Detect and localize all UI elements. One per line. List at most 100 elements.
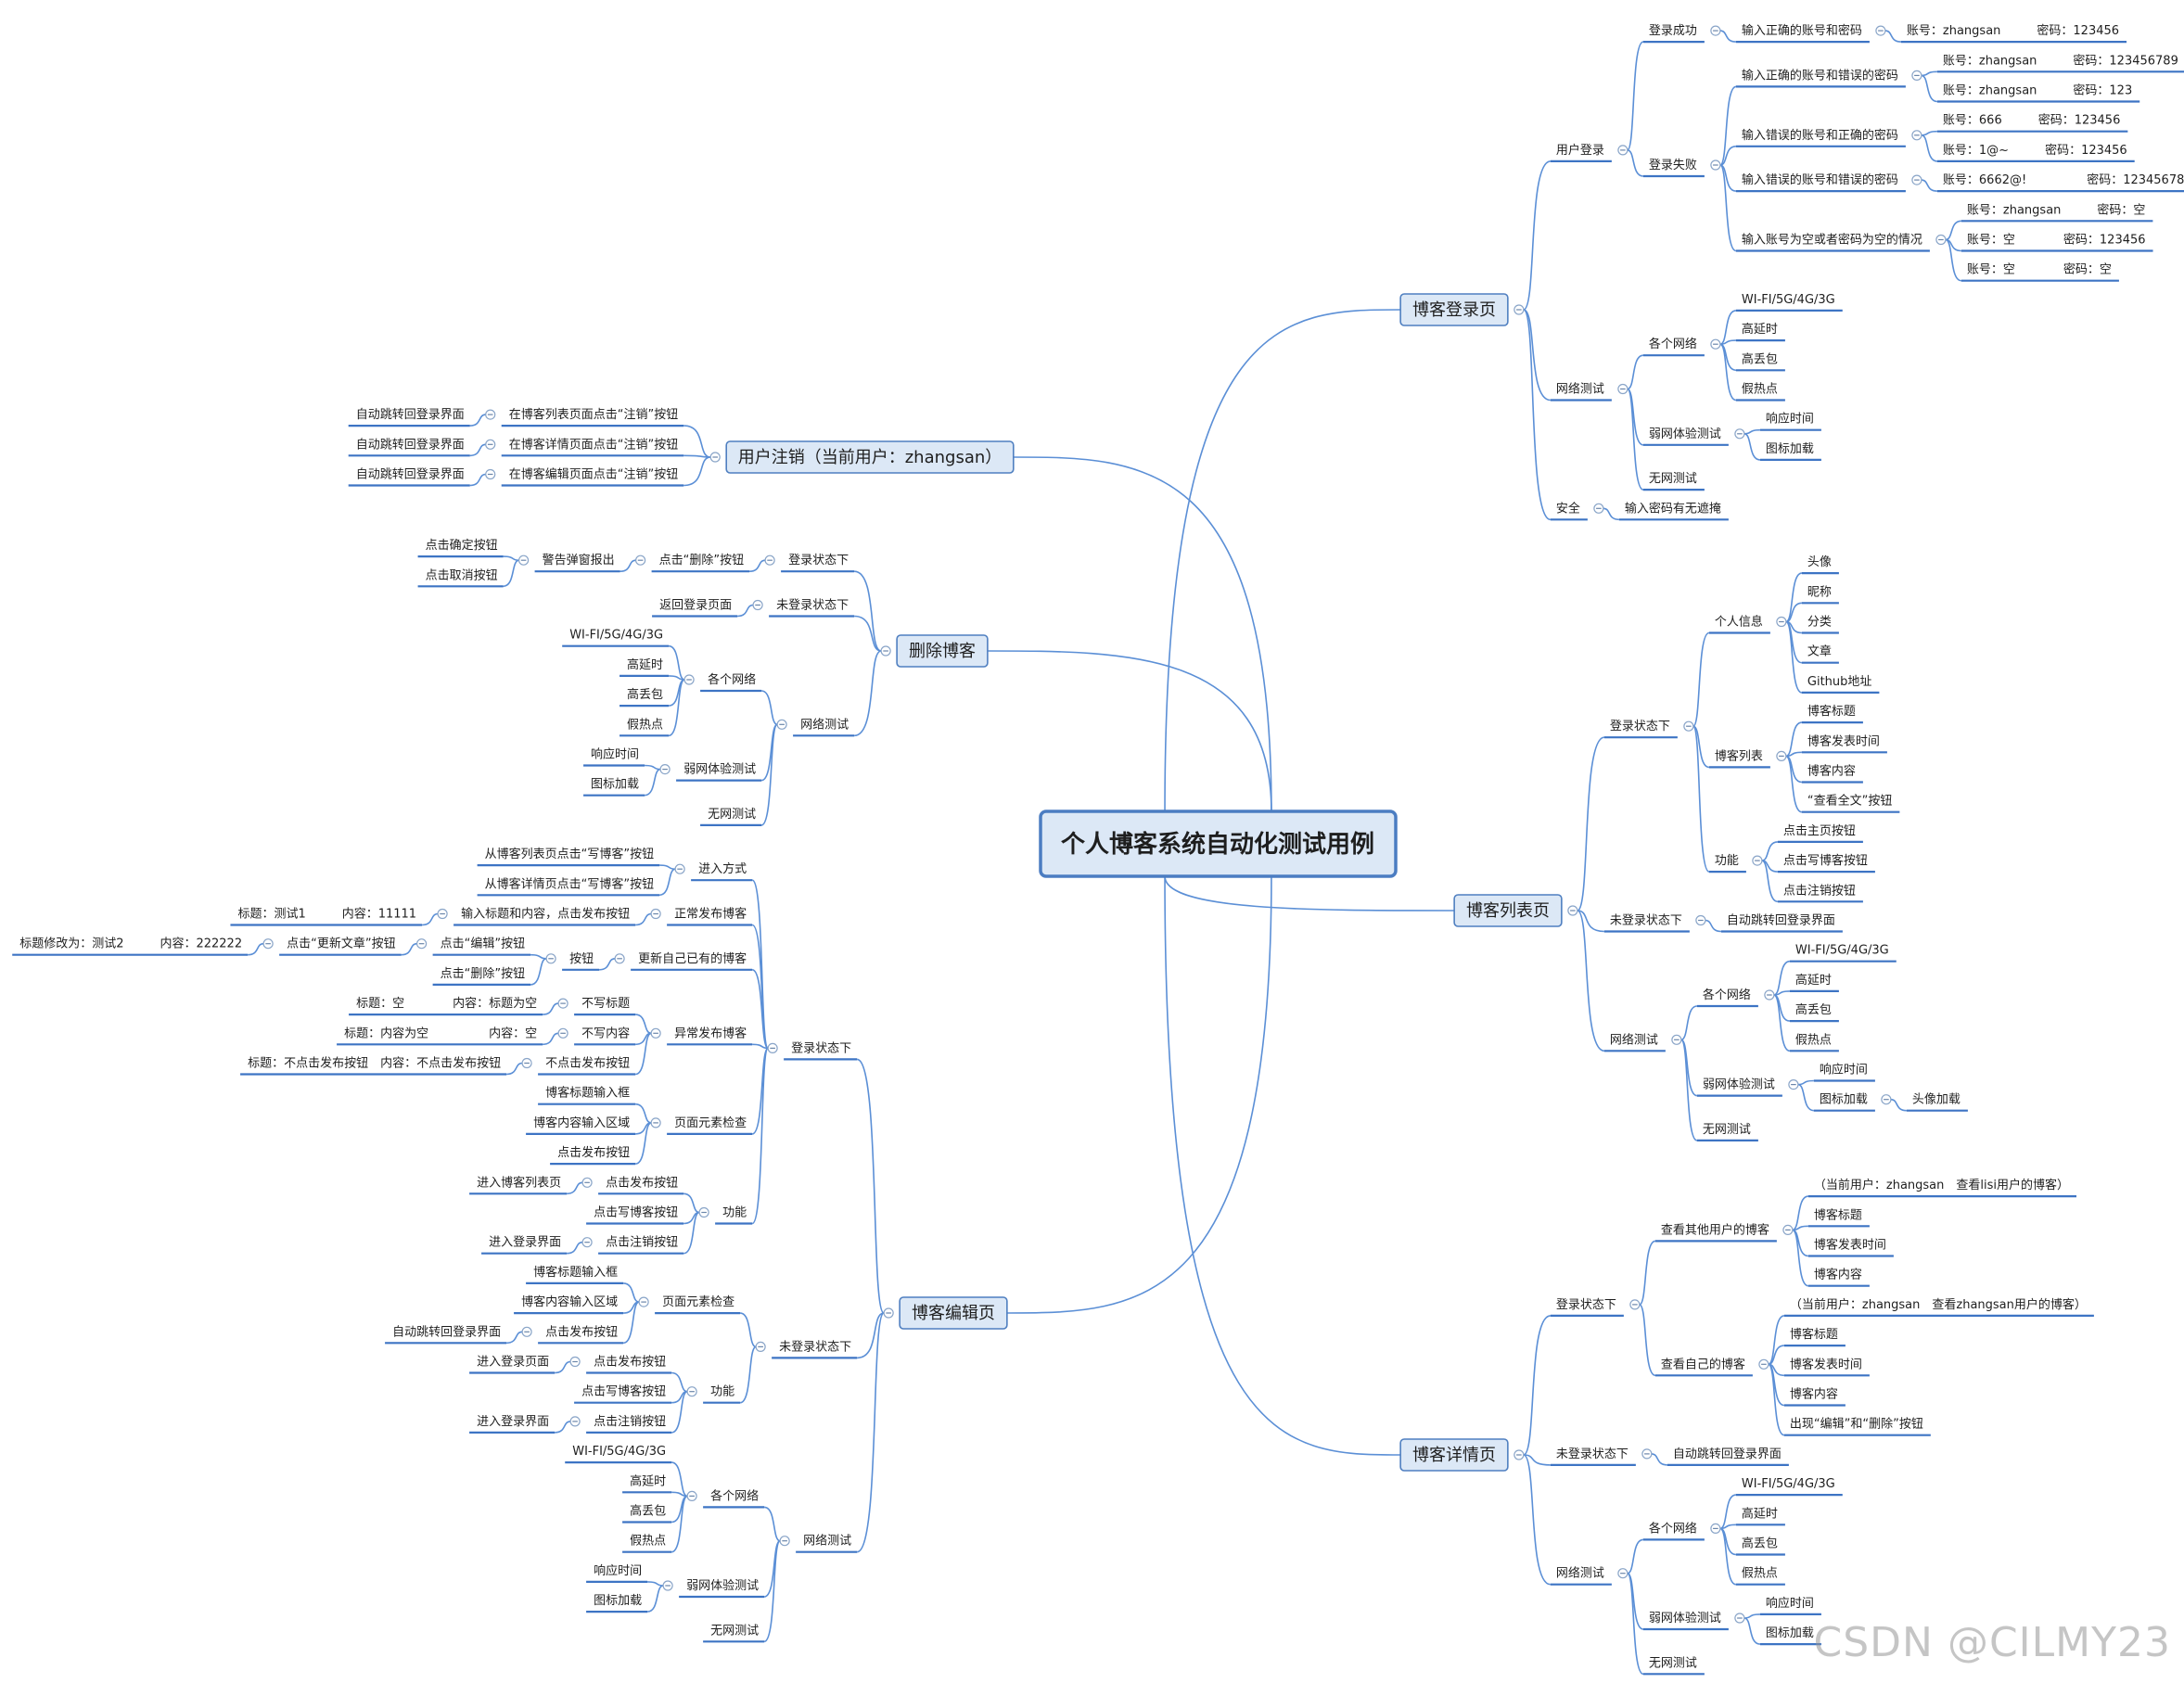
topic-1-2-1-3[interactable]: 高丢包 xyxy=(1735,351,1785,372)
topic-5-3-2-1[interactable]: 响应时间 xyxy=(583,747,645,767)
topic-6-1-6-1[interactable]: 点击发布按钮 xyxy=(581,1175,684,1195)
collapse-toggle-icon[interactable] xyxy=(485,439,496,450)
topic-6-1-2-1[interactable]: 输入标题和内容，点击发布按钮 xyxy=(437,907,636,926)
collapse-toggle-icon[interactable] xyxy=(1752,855,1763,866)
collapse-toggle-icon[interactable] xyxy=(1710,338,1721,350)
topic-2-3-2-1[interactable]: 响应时间 xyxy=(1813,1063,1875,1082)
main-topic-5[interactable]: 删除博客 xyxy=(880,634,989,668)
topic-2-1-3[interactable]: 功能 xyxy=(1708,854,1763,873)
topic-5-1[interactable]: 登录状态下 xyxy=(764,554,855,573)
topic-1-1-2-2-2[interactable]: 账号：1@~ 密码：123456 xyxy=(1936,143,2135,162)
topic-6-2-2-3[interactable]: 点击注销按钮 xyxy=(569,1415,672,1434)
collapse-toggle-icon[interactable] xyxy=(437,908,448,920)
topic-1-1-2-2[interactable]: 输入错误的账号和正确的密码 xyxy=(1735,128,1922,147)
topic-6-1-1[interactable]: 进入方式 xyxy=(674,861,753,882)
collapse-toggle-icon[interactable] xyxy=(416,938,428,950)
topic-2-3-1-4[interactable]: 假热点 xyxy=(1789,1033,1839,1052)
collapse-toggle-icon[interactable] xyxy=(1671,1034,1682,1045)
topic-1-2-3[interactable]: 无网测试 xyxy=(1642,472,1705,491)
topic-5-3-1[interactable]: 各个网络 xyxy=(683,672,762,693)
topic-2-1-3-2[interactable]: 点击写博客按钮 xyxy=(1777,853,1875,873)
topic-3-2-1[interactable]: 自动跳转回登录界面 xyxy=(1667,1447,1789,1467)
topic-1-1-2[interactable]: 登录失败 xyxy=(1642,159,1721,178)
topic-3-3-1[interactable]: 各个网络 xyxy=(1642,1521,1721,1541)
collapse-toggle-icon[interactable] xyxy=(1567,905,1578,916)
topic-2-1-2-4[interactable]: “查看全文”按钮 xyxy=(1801,794,1900,813)
topic-6-3-1[interactable]: 各个网络 xyxy=(686,1488,765,1509)
collapse-toggle-icon[interactable] xyxy=(698,1206,709,1218)
collapse-toggle-icon[interactable] xyxy=(1782,1224,1794,1236)
collapse-toggle-icon[interactable] xyxy=(1764,989,1775,1001)
topic-1-2-2-2[interactable]: 图标加载 xyxy=(1759,442,1821,461)
topic-2-1-3-3[interactable]: 点击注销按钮 xyxy=(1777,884,1863,903)
topic-6-2-2-1-1[interactable]: 进入登录页面 xyxy=(469,1356,556,1374)
collapse-toggle-icon[interactable] xyxy=(521,1326,532,1337)
collapse-toggle-icon[interactable] xyxy=(521,1057,532,1069)
topic-3-3-1-4[interactable]: 假热点 xyxy=(1735,1567,1785,1586)
topic-3-3-1-1[interactable]: WI-FI/5G/4G/3G xyxy=(1735,1477,1843,1497)
topic-2-1-1-5[interactable]: Github地址 xyxy=(1801,675,1880,695)
topic-6-2-1-3[interactable]: 点击发布按钮 xyxy=(521,1324,624,1345)
topic-4-1[interactable]: 在博客列表页面点击“注销”按钮 xyxy=(485,407,684,427)
collapse-toggle-icon[interactable] xyxy=(709,452,721,463)
collapse-toggle-icon[interactable] xyxy=(1758,1358,1769,1370)
collapse-toggle-icon[interactable] xyxy=(650,908,661,920)
topic-6-2-2[interactable]: 功能 xyxy=(686,1385,741,1404)
topic-1-1-2-1-1[interactable]: 账号：zhangsan 密码：123456789 xyxy=(1936,53,2184,73)
collapse-toggle-icon[interactable] xyxy=(883,1307,894,1319)
collapse-toggle-icon[interactable] xyxy=(635,555,646,566)
topic-6-2-2-1[interactable]: 点击发布按钮 xyxy=(569,1355,672,1374)
collapse-toggle-icon[interactable] xyxy=(752,599,763,611)
topic-6-1-4-2[interactable]: 不写内容 xyxy=(557,1026,636,1046)
topic-6-1-5[interactable]: 页面元素检查 xyxy=(650,1116,753,1136)
topic-2-1-1-4[interactable]: 文章 xyxy=(1801,644,1839,664)
collapse-toggle-icon[interactable] xyxy=(1911,174,1922,185)
topic-2-2-1[interactable]: 自动跳转回登录界面 xyxy=(1720,914,1843,933)
topic-6-3-3[interactable]: 无网测试 xyxy=(703,1624,765,1643)
topic-3-3-1-3[interactable]: 高丢包 xyxy=(1735,1536,1785,1556)
topic-5-1-1[interactable]: 点击“删除”按钮 xyxy=(635,554,750,573)
topic-2-3[interactable]: 网络测试 xyxy=(1603,1032,1682,1052)
topic-3-3-1-2[interactable]: 高延时 xyxy=(1735,1506,1785,1526)
topic-5-2[interactable]: 未登录状态下 xyxy=(752,599,855,618)
collapse-toggle-icon[interactable] xyxy=(776,719,787,730)
topic-6-1-6-1-1[interactable]: 进入博客列表页 xyxy=(469,1175,568,1195)
collapse-toggle-icon[interactable] xyxy=(1881,1094,1892,1105)
topic-1-1-2-4-1[interactable]: 账号：zhangsan 密码：空 xyxy=(1960,202,2153,223)
topic-2-1-1[interactable]: 个人信息 xyxy=(1708,615,1787,634)
topic-3-1-2-5[interactable]: 出现“编辑”和“删除”按钮 xyxy=(1783,1418,1931,1436)
topic-6-1-3-1-1[interactable]: 点击“编辑”按钮 xyxy=(416,937,531,956)
topic-6-1-4[interactable]: 异常发布博客 xyxy=(650,1026,753,1046)
topic-6-1-3[interactable]: 更新自己已有的博客 xyxy=(614,951,753,971)
collapse-toggle-icon[interactable] xyxy=(764,555,775,566)
collapse-toggle-icon[interactable] xyxy=(1710,159,1721,171)
collapse-toggle-icon[interactable] xyxy=(1710,25,1721,36)
topic-3-3[interactable]: 网络测试 xyxy=(1550,1566,1628,1586)
topic-5-1-1-1-2[interactable]: 点击取消按钮 xyxy=(417,568,504,588)
topic-2-1-2-3[interactable]: 博客内容 xyxy=(1801,764,1863,784)
collapse-toggle-icon[interactable] xyxy=(581,1177,593,1188)
collapse-toggle-icon[interactable] xyxy=(1513,1449,1525,1460)
collapse-toggle-icon[interactable] xyxy=(880,645,891,657)
collapse-toggle-icon[interactable] xyxy=(557,998,568,1009)
topic-1-1-2-3-1[interactable]: 账号：6662@! 密码：123456789 xyxy=(1936,172,2184,193)
topic-4-3-1[interactable]: 自动跳转回登录界面 xyxy=(348,468,470,487)
topic-6-3-1-1[interactable]: WI-FI/5G/4G/3G xyxy=(565,1445,672,1464)
topic-1-1-2-4-3[interactable]: 账号：空 密码：空 xyxy=(1960,262,2119,282)
collapse-toggle-icon[interactable] xyxy=(686,1386,697,1397)
topic-1-1-1-1[interactable]: 输入正确的账号和密码 xyxy=(1735,23,1886,44)
topic-1-2-1[interactable]: 各个网络 xyxy=(1642,337,1721,357)
collapse-toggle-icon[interactable] xyxy=(485,468,496,480)
topic-3-1-1[interactable]: 查看其他用户的博客 xyxy=(1654,1222,1794,1243)
topic-2-3-1-1[interactable]: WI-FI/5G/4G/3G xyxy=(1789,944,1897,963)
collapse-toggle-icon[interactable] xyxy=(517,555,530,566)
topic-6-1-2[interactable]: 正常发布博客 xyxy=(650,907,753,926)
collapse-toggle-icon[interactable] xyxy=(767,1042,778,1054)
collapse-toggle-icon[interactable] xyxy=(1629,1299,1641,1310)
topic-6-1-3-1-1-1-1[interactable]: 标题修改为：测试2 内容：222222 xyxy=(12,937,249,956)
topic-2-1-2[interactable]: 博客列表 xyxy=(1708,748,1787,769)
topic-3-3-2-1[interactable]: 响应时间 xyxy=(1759,1596,1821,1616)
collapse-toggle-icon[interactable] xyxy=(659,763,671,775)
topic-2-1-1-2[interactable]: 昵称 xyxy=(1801,585,1839,605)
main-topic-6[interactable]: 博客编辑页 xyxy=(883,1296,1008,1330)
